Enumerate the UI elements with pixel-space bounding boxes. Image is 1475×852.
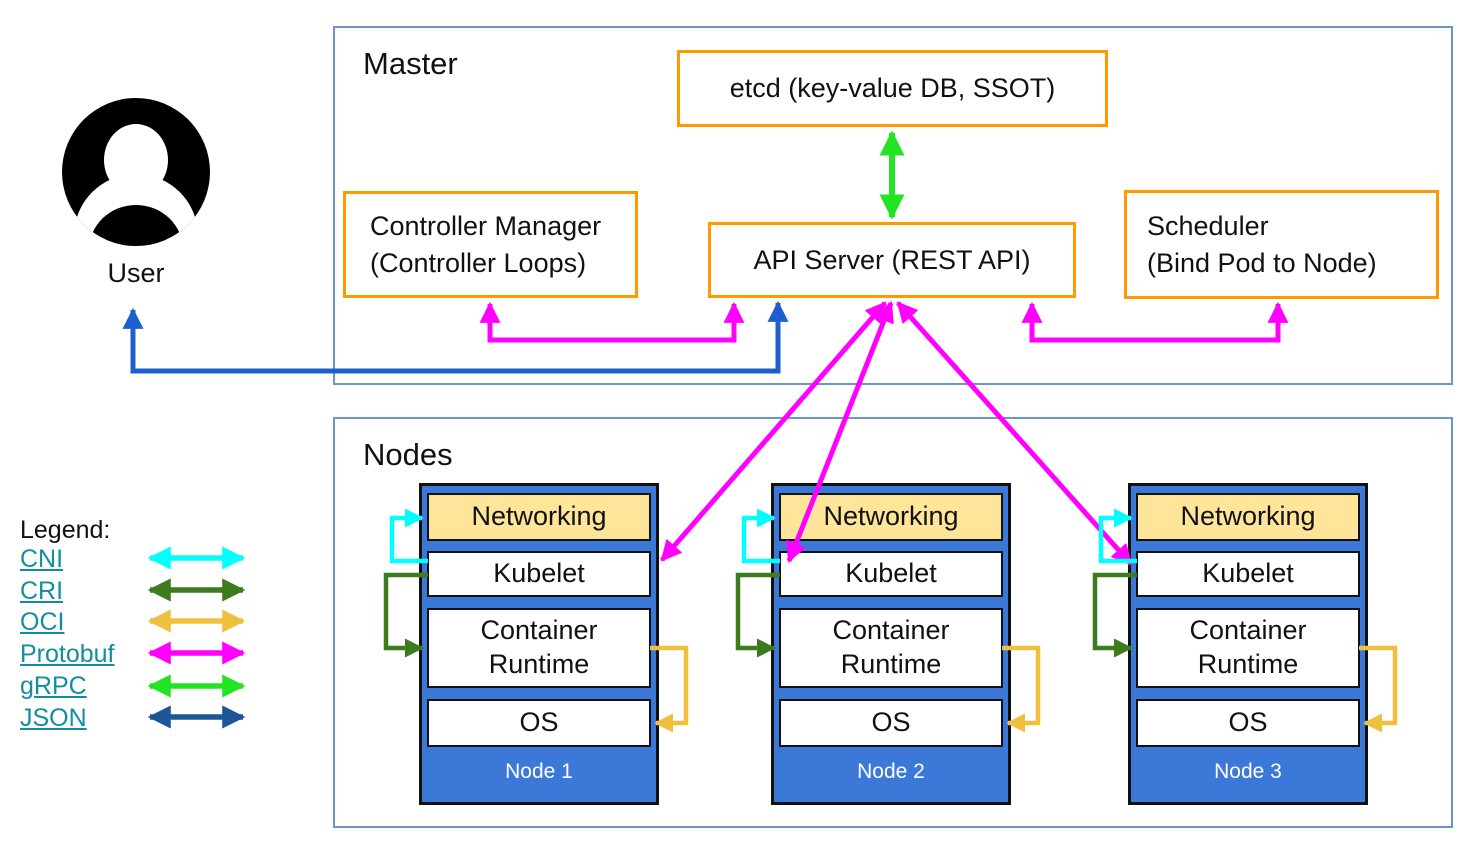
node-1-networking-layer: Networking	[427, 493, 651, 541]
scheduler-line2: (Bind Pod to Node)	[1147, 247, 1377, 278]
node-2-networking-layer: Networking	[779, 493, 1003, 541]
api-server-label: API Server (REST API)	[753, 244, 1031, 275]
node-3-kubelet-layer: Kubelet	[1136, 551, 1360, 597]
node-3-container-runtime-layer: Container Runtime	[1136, 608, 1360, 688]
legend-link-oci[interactable]: OCI	[20, 608, 65, 636]
legend-link-grpc[interactable]: gRPC	[20, 672, 87, 700]
node-1-box: Networking Kubelet Container Runtime OS …	[419, 483, 659, 805]
controller-manager-line2: (Controller Loops)	[370, 247, 587, 278]
master-section-title: Master	[363, 46, 458, 81]
node-1-label: Node 1	[505, 760, 573, 783]
controller-manager-box: Controller Manager (Controller Loops)	[343, 191, 638, 298]
node-2-os-layer: OS	[779, 699, 1003, 747]
legend-link-cni[interactable]: CNI	[20, 545, 64, 573]
legend-link-json[interactable]: JSON	[20, 704, 87, 732]
scheduler-line1: Scheduler	[1147, 211, 1269, 242]
user-label: User	[107, 258, 165, 288]
node-3-os-layer: OS	[1136, 699, 1360, 747]
node-2-label: Node 2	[857, 760, 925, 783]
node-2-box: Networking Kubelet Container Runtime OS …	[771, 483, 1011, 805]
node-1-container-runtime-layer: Container Runtime	[427, 608, 651, 688]
nodes-section-title: Nodes	[363, 437, 453, 472]
node-1-os-layer: OS	[427, 699, 651, 747]
node-3-box: Networking Kubelet Container Runtime OS …	[1128, 483, 1368, 805]
node-3-label: Node 3	[1214, 760, 1282, 783]
node-2-container-runtime-layer: Container Runtime	[779, 608, 1003, 688]
etcd-label: etcd (key-value DB, SSOT)	[729, 73, 1056, 104]
controller-manager-line1: Controller Manager	[370, 211, 602, 242]
legend-title: Legend:	[20, 516, 111, 544]
api-server-box: API Server (REST API)	[708, 222, 1076, 298]
etcd-box: etcd (key-value DB, SSOT)	[677, 50, 1108, 127]
legend-link-cri[interactable]: CRI	[20, 577, 64, 605]
scheduler-box: Scheduler (Bind Pod to Node)	[1124, 190, 1439, 299]
node-2-kubelet-layer: Kubelet	[779, 551, 1003, 597]
node-1-kubelet-layer: Kubelet	[427, 551, 651, 597]
legend-link-protobuf[interactable]: Protobuf	[20, 640, 115, 668]
node-3-networking-layer: Networking	[1136, 493, 1360, 541]
